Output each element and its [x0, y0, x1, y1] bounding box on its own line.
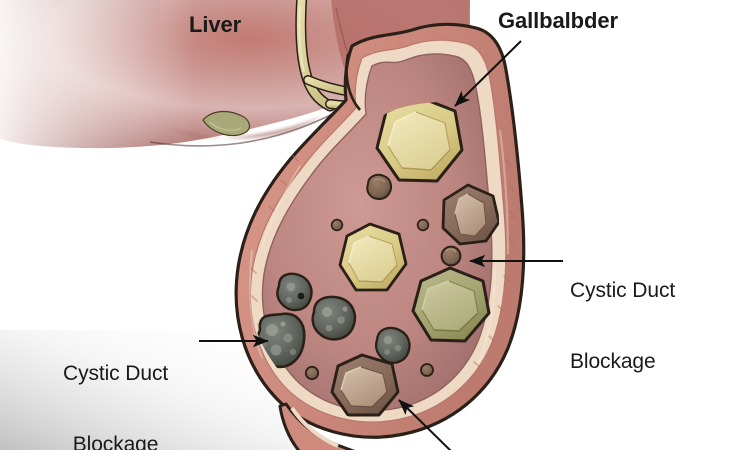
label-liver: Liver	[189, 12, 242, 37]
duct-highlight	[298, 5, 305, 73]
stone-brown-right	[441, 183, 500, 246]
liver-lower-edge	[170, 116, 322, 139]
stone-pigment-center	[311, 295, 357, 341]
stone-pigment-upper-left	[276, 272, 313, 312]
gallbladder-fundus-tail-lining	[290, 406, 339, 448]
stone-liver-edge-highlight	[209, 121, 242, 132]
stone-pebble-tiny-bottom-right	[420, 363, 434, 377]
arrow-gallbladder	[454, 40, 522, 107]
stone-pebble-tiny-bottom-left	[304, 365, 320, 381]
label-cystic-duct-blockage-right-line2: Blockage	[570, 349, 656, 373]
stone-pebble-tiny-left	[330, 218, 344, 232]
stone-pebble-right-arrow	[440, 245, 462, 267]
label-cystic-duct-blockage-right-line1: Cystic Duct	[570, 279, 676, 303]
stone-pebble-tiny-center	[416, 218, 430, 232]
stone-yellow-mid	[338, 222, 408, 292]
stone-brown-bottom	[330, 353, 400, 417]
label-cystic-duct-blockage-left: Cystic Duct Blockage	[63, 315, 168, 450]
liver-left-fade	[0, 0, 195, 165]
arrow-bottom-stone	[398, 399, 452, 450]
stone-pebble-small-upper	[366, 173, 393, 200]
stone-olive-right	[411, 266, 491, 343]
gallstones-group	[255, 101, 500, 417]
stone-pigment-lower-center	[374, 326, 411, 364]
label-cystic-duct-blockage-right: Cystic Duct Blockage	[570, 232, 675, 420]
wall-texture	[249, 129, 510, 367]
annotation-arrows	[199, 40, 563, 450]
hepatic-duct-left-fill	[296, 0, 334, 110]
label-cystic-duct-blockage-left-line1: Cystic Duct	[63, 362, 169, 386]
label-gallbladder: Gallbalbder	[498, 8, 618, 33]
cystic-duct-neck	[345, 53, 362, 111]
stone-large-yellow-top	[375, 101, 464, 183]
label-cystic-duct-blockage-left-line2: Blockage	[72, 432, 159, 450]
